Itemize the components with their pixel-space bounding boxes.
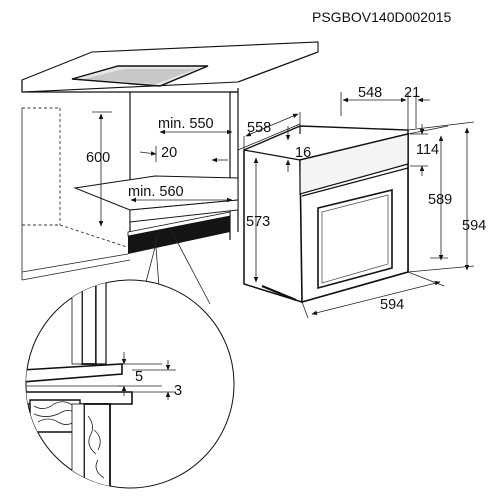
- drawing-code: PSGBOV140D002015: [312, 9, 452, 25]
- dim-min-560: min. 560: [128, 184, 184, 200]
- detail-circle: [25, 279, 235, 489]
- dim-589: 589: [428, 192, 452, 208]
- dim-114: 114: [416, 142, 439, 158]
- plinth-vent: [128, 214, 230, 254]
- dim-594-width: 594: [380, 297, 404, 313]
- dim-558: 558: [247, 120, 271, 136]
- dim-600: 600: [86, 150, 110, 166]
- dim-548: 548: [358, 85, 382, 101]
- dim-573: 573: [246, 214, 270, 230]
- dim-gap-3: 3: [174, 383, 182, 399]
- dim-20: 20: [161, 145, 177, 161]
- dim-gap-5: 5: [135, 369, 143, 385]
- dim-min-550: min. 550: [158, 116, 214, 132]
- cabinet-drawing: [21, 41, 319, 305]
- dim-594-height: 594: [462, 218, 486, 234]
- oven-drawing: [243, 92, 475, 319]
- dim-16: 16: [295, 145, 311, 161]
- dim-21: 21: [404, 85, 420, 101]
